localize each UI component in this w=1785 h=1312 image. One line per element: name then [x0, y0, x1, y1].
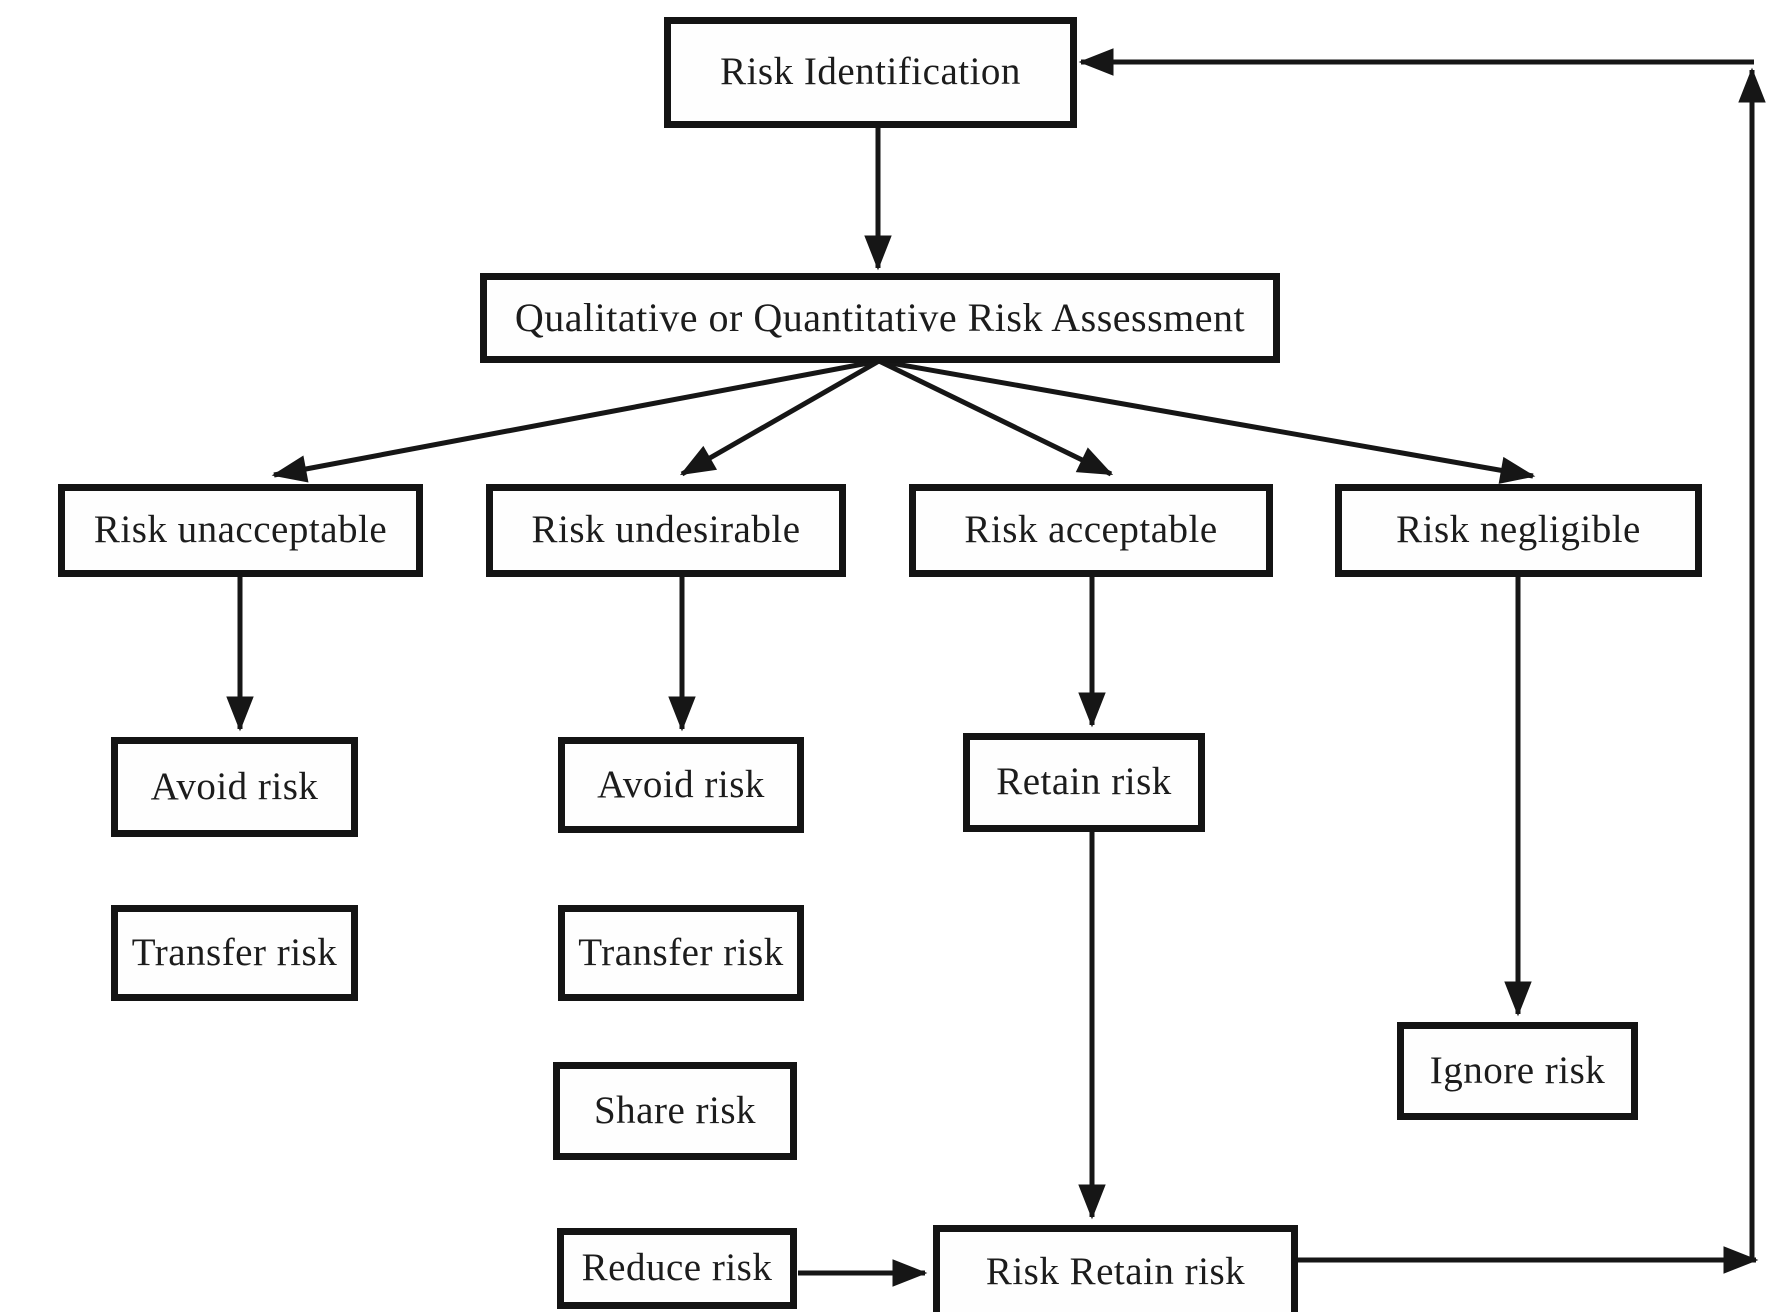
- node-ignore-risk: Ignore risk: [1397, 1022, 1638, 1120]
- node-avoid-risk-unacceptable: Avoid risk: [111, 737, 358, 837]
- risk-retain-risk-label: Risk Retain risk: [985, 1250, 1246, 1294]
- node-transfer-risk-undesirable: Transfer risk: [558, 905, 804, 1001]
- transfer-risk-label: Transfer risk: [131, 930, 338, 974]
- risk-acceptable-label: Risk acceptable: [964, 508, 1218, 552]
- node-risk-undesirable: Risk undesirable: [486, 484, 846, 577]
- node-risk-unacceptable: Risk unacceptable: [58, 484, 423, 577]
- ignore-risk-label: Ignore risk: [1429, 1048, 1606, 1092]
- risk-identification-label: Risk Identification: [720, 50, 1021, 94]
- risk-unacceptable-label: Risk unacceptable: [93, 508, 388, 552]
- edge-assessment-to-risk-undesirable: [679, 358, 881, 477]
- node-risk-retain-risk: Risk Retain risk: [933, 1225, 1298, 1312]
- node-risk-identification: Risk Identification: [664, 17, 1077, 128]
- edge-assessment-to-risk-acceptable: [877, 358, 1114, 477]
- node-risk-acceptable: Risk acceptable: [909, 484, 1273, 577]
- avoid-risk-label: Avoid risk: [597, 762, 765, 806]
- node-transfer-risk-unacceptable: Transfer risk: [111, 905, 358, 1001]
- risk-undesirable-label: Risk undesirable: [531, 508, 801, 552]
- edge-assessment-to-risk-unacceptable: [271, 358, 880, 483]
- reduce-risk-label: Reduce risk: [581, 1246, 773, 1290]
- node-reduce-risk: Reduce risk: [557, 1228, 797, 1309]
- transfer-risk-label: Transfer risk: [578, 930, 784, 974]
- node-share-risk: Share risk: [553, 1062, 797, 1160]
- avoid-risk-label: Avoid risk: [150, 764, 319, 808]
- retain-risk-label: Retain risk: [996, 760, 1172, 804]
- risk-negligible-label: Risk negligible: [1396, 508, 1641, 552]
- node-retain-risk: Retain risk: [963, 733, 1205, 832]
- node-risk-assessment: Qualitative or Quantitative Risk Assessm…: [480, 273, 1280, 363]
- node-avoid-risk-undesirable: Avoid risk: [558, 737, 804, 833]
- node-risk-negligible: Risk negligible: [1335, 484, 1702, 577]
- edge-assessment-to-risk-negligible: [878, 358, 1536, 484]
- share-risk-label: Share risk: [593, 1088, 757, 1132]
- risk-assessment-label: Qualitative or Quantitative Risk Assessm…: [514, 295, 1246, 340]
